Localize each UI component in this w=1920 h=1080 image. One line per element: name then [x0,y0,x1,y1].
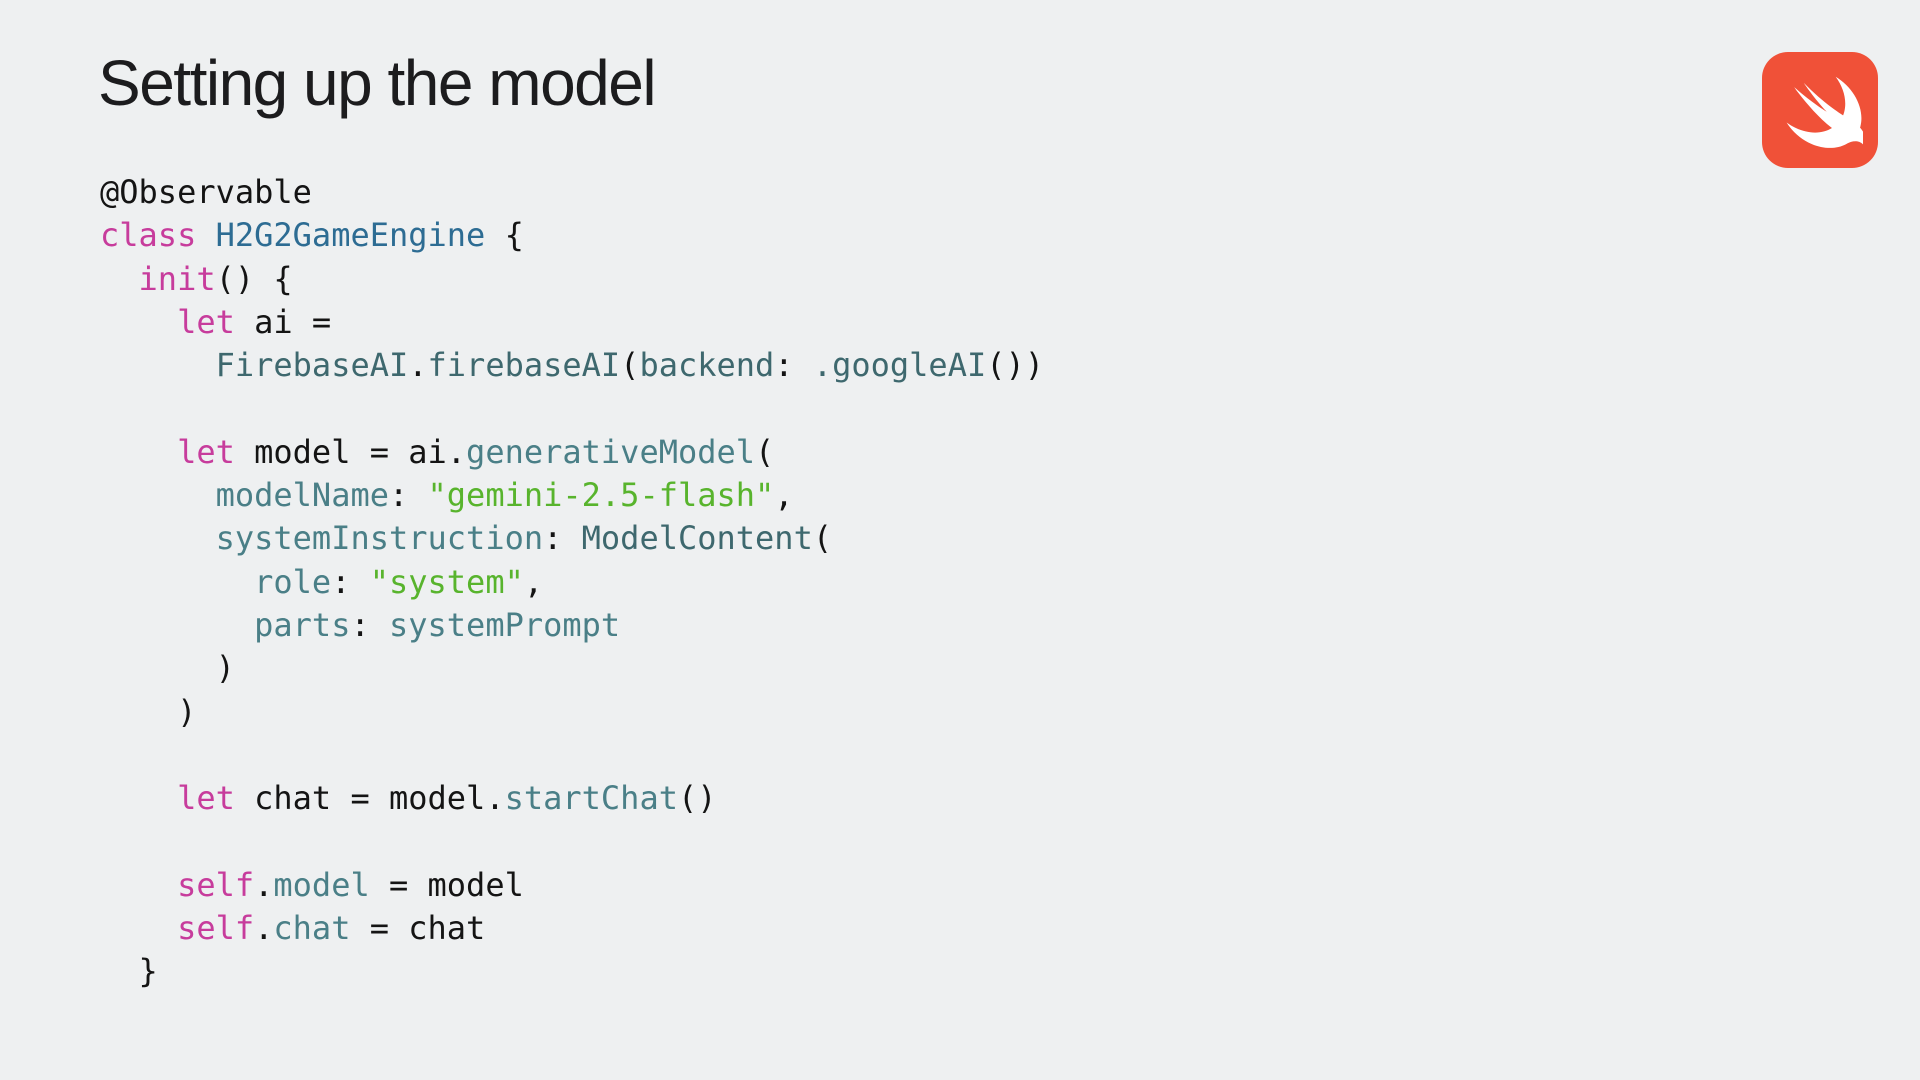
code-token-plain [100,476,216,514]
code-token-plain: . [408,346,428,385]
swift-logo [1762,52,1878,168]
code-token-plain: ai = [234,302,332,341]
code-token-keyword: let [177,432,235,471]
code-token-keyword: let [177,779,235,818]
code-token-keyword: class [100,216,197,255]
code-token-plain [100,303,177,341]
code-token-type_decl: H2G2GameEngine [215,216,486,255]
code-line: let ai = [100,301,1044,344]
code-token-type_ref: .googleAI [812,346,987,385]
code-line: init() { [100,258,1044,301]
code-token-plain: ( [620,346,640,385]
code-token-type_ref: firebaseAI [427,346,621,385]
code-token-plain [100,606,254,644]
code-token-plain: = chat [350,909,486,948]
code-line: systemInstruction: ModelContent( [100,517,1044,560]
code-token-plain: , [774,476,794,515]
code-token-plain: , [523,562,544,601]
code-token-type_ref: FirebaseAI [215,346,409,385]
code-line: class H2G2GameEngine { [100,214,1044,257]
code-token-plain: } [100,952,158,991]
code-token-member: chat [273,909,351,948]
code-line: ) [100,691,1044,734]
code-token-plain: ) [100,649,235,688]
code-line: modelName: "gemini-2.5-flash", [100,474,1044,517]
code-token-string: "gemini-2.5-flash" [427,476,775,515]
code-token-member: systemPrompt [388,605,621,644]
page-title: Setting up the model [98,47,657,119]
code-token-plain [100,909,177,947]
code-token-keyword: let [177,302,235,341]
code-token-type_ref: ModelContent [581,519,813,558]
code-token-plain: chat = model. [234,779,505,818]
code-token-plain: ) [100,692,197,731]
code-token-plain: : [331,562,370,601]
code-token-member: modelName [215,476,389,515]
code-token-plain [100,260,139,298]
code-line: let model = ai.generativeModel( [100,431,1044,474]
code-line: } [100,950,1044,993]
code-token-plain: { [485,216,524,255]
code-line: ) [100,647,1044,690]
code-token-plain: : [388,476,428,515]
code-token-member: startChat [504,779,678,818]
code-token-plain [100,779,177,817]
code-token-member: model [273,865,370,904]
code-line: role: "system", [100,561,1044,604]
code-token-plain: () [677,779,717,818]
code-token-plain [196,216,215,254]
code-line: FirebaseAI.firebaseAI(backend: .googleAI… [100,344,1044,387]
code-token-plain: () { [215,259,293,298]
code-token-plain [100,519,216,557]
code-token-plain: . [254,865,274,904]
code-line: parts: systemPrompt [100,604,1044,647]
code-token-plain: = model [369,865,524,904]
code-token-member: parts [254,605,351,644]
code-line: let chat = model.startChat() [100,777,1044,820]
code-token-plain [100,866,177,904]
swift-bird-icon [1777,67,1863,153]
code-token-plain: @Observable [100,173,312,211]
code-token-member: generativeModel [466,432,756,471]
code-token-plain: ( [812,519,833,558]
code-token-type_ref: backend [639,346,775,385]
code-token-plain: : [350,605,389,644]
code-token-member: systemInstruction [215,519,544,558]
code-token-string: "system" [369,562,524,601]
code-token-plain: model = ai. [234,432,467,471]
code-token-member: role [254,562,332,601]
code-line [100,734,1044,777]
code-line: self.model = model [100,864,1044,907]
code-token-plain: : [543,519,582,558]
code-line [100,387,1044,430]
code-token-plain: . [254,909,274,948]
code-token-plain [100,433,177,471]
code-token-plain: ( [755,432,775,471]
code-token-plain: : [774,346,813,385]
code-token-plain [100,563,254,601]
code-token-keyword: init [138,259,216,298]
code-token-keyword: self [177,909,255,948]
code-token-plain [100,346,216,384]
code-token-keyword: self [177,865,255,904]
code-line [100,820,1044,863]
code-token-plain: ()) [986,346,1045,385]
code-line: @Observable [100,171,1044,214]
code-line: self.chat = chat [100,907,1044,950]
